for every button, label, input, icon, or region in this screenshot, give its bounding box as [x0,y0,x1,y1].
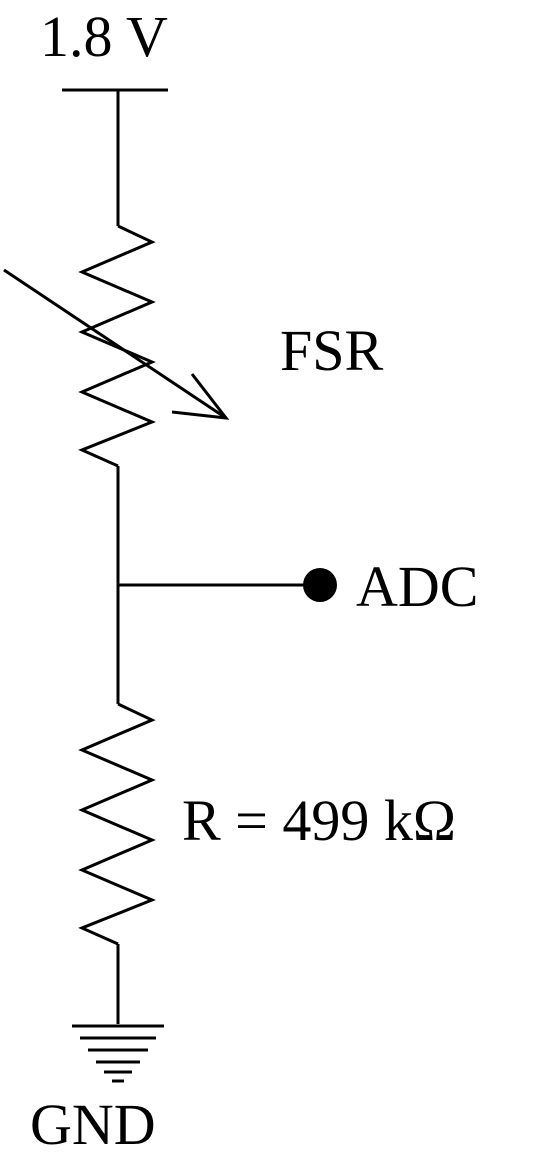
resistor-zigzag [78,702,156,946]
ground-label: GND [30,1092,156,1157]
fsr-arrow-head [171,373,230,420]
ground-symbol [72,1024,164,1083]
fsr-label: FSR [280,318,384,383]
fsr-arrow-shaft [3,268,227,420]
adc-label: ADC [356,554,479,619]
supply-voltage-label: 1.8 V [40,4,168,69]
adc-terminal-dot [303,568,337,602]
resistor-value-label: R = 499 kΩ [182,788,456,853]
